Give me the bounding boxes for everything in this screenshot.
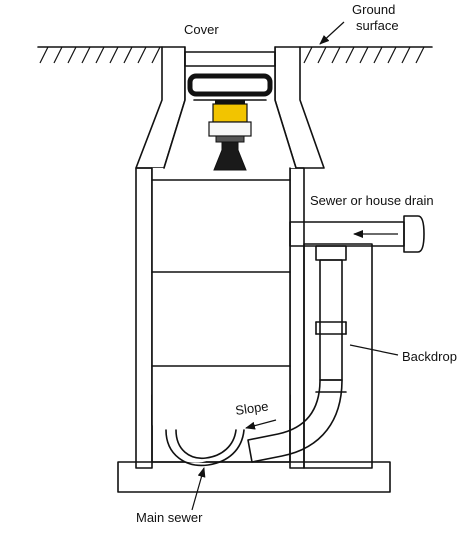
label-slope: Slope	[234, 398, 269, 417]
main-sewer-channel	[175, 429, 237, 459]
backdrop-pipe	[247, 245, 347, 463]
level-sensor	[208, 100, 252, 171]
label-ground-surface-line2: surface	[356, 18, 399, 33]
label-sewer-or-house-drain: Sewer or house drain	[310, 193, 434, 208]
sensor-bracket	[215, 100, 245, 104]
shaft-wall-left	[135, 167, 153, 469]
label-backdrop: Backdrop	[402, 349, 457, 364]
ground-surface-leader	[319, 21, 345, 45]
backdrop-bend	[247, 379, 343, 463]
sensor-horn	[213, 141, 247, 171]
ground-surface-hatch	[37, 46, 433, 64]
slope-arrow	[245, 419, 277, 430]
label-ground-surface-line1: Ground	[352, 2, 395, 17]
sensor-body	[208, 121, 252, 137]
label-main-sewer: Main sewer	[136, 510, 203, 525]
backdrop-encasement	[303, 243, 373, 469]
sensor-head	[212, 103, 248, 123]
drain-pipe-bell	[403, 215, 425, 253]
base-slab	[117, 461, 391, 493]
cover-lid	[187, 73, 273, 97]
manhole-cover	[184, 51, 276, 101]
backdrop-tee	[315, 245, 347, 261]
house-drain-pipe	[289, 215, 425, 253]
backdrop-leader	[349, 344, 399, 356]
main-sewer-leader	[191, 467, 206, 511]
label-cover: Cover	[184, 22, 219, 37]
backdrop-riser	[319, 259, 343, 381]
cover-frame	[184, 51, 276, 67]
shaft-interior	[152, 47, 296, 463]
